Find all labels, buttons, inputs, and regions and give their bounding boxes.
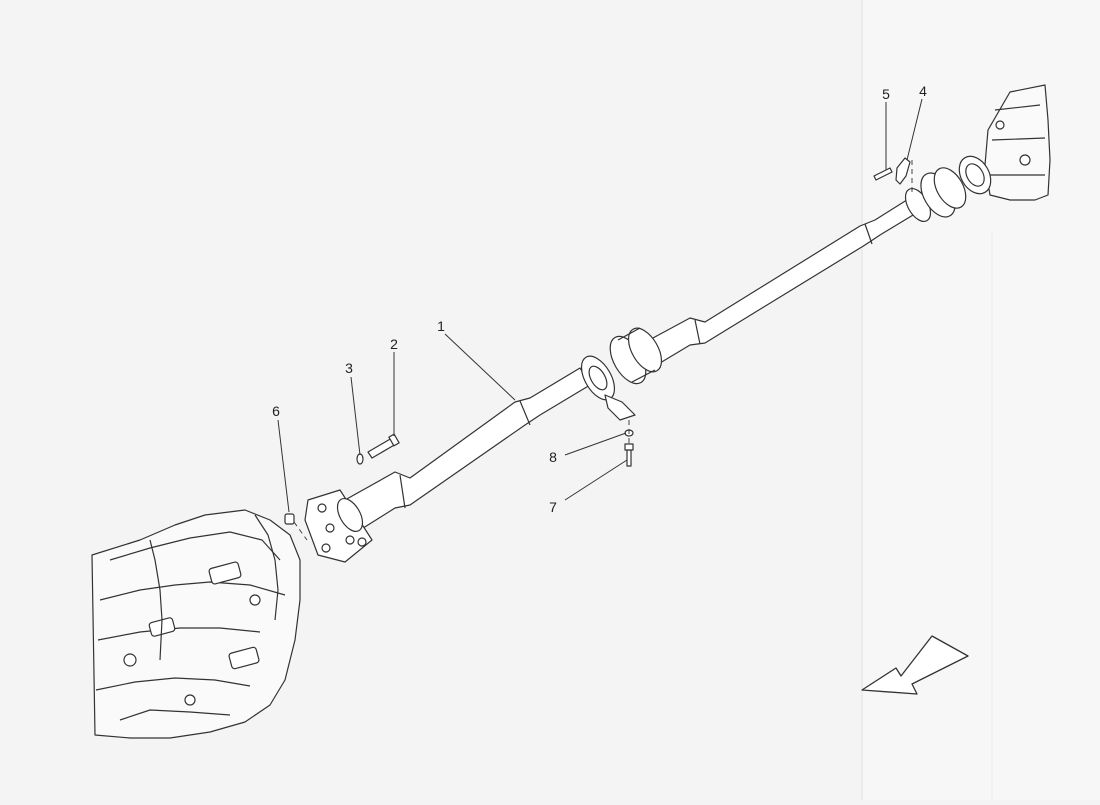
callout-2: 2 [390,336,398,352]
center-bearing [580,327,663,421]
callout-8: 8 [549,449,557,465]
callout-3: 3 [345,360,353,376]
alignment-lines [293,160,913,541]
rear-coupling [904,167,967,222]
gearbox-housing [91,509,301,739]
direction-arrow-icon [861,635,969,695]
rear-differential [958,84,1051,201]
callout-5: 5 [882,86,890,102]
right-panel-shade [862,0,1100,800]
callout-6: 6 [272,403,280,419]
callout-7: 7 [549,499,557,515]
callout-1: 1 [437,318,445,334]
callout-4: 4 [919,83,927,99]
callout-leaders [277,98,923,513]
front-flex-coupling [304,489,373,563]
callout-labels: 1 2 3 4 5 6 7 8 [272,83,927,515]
